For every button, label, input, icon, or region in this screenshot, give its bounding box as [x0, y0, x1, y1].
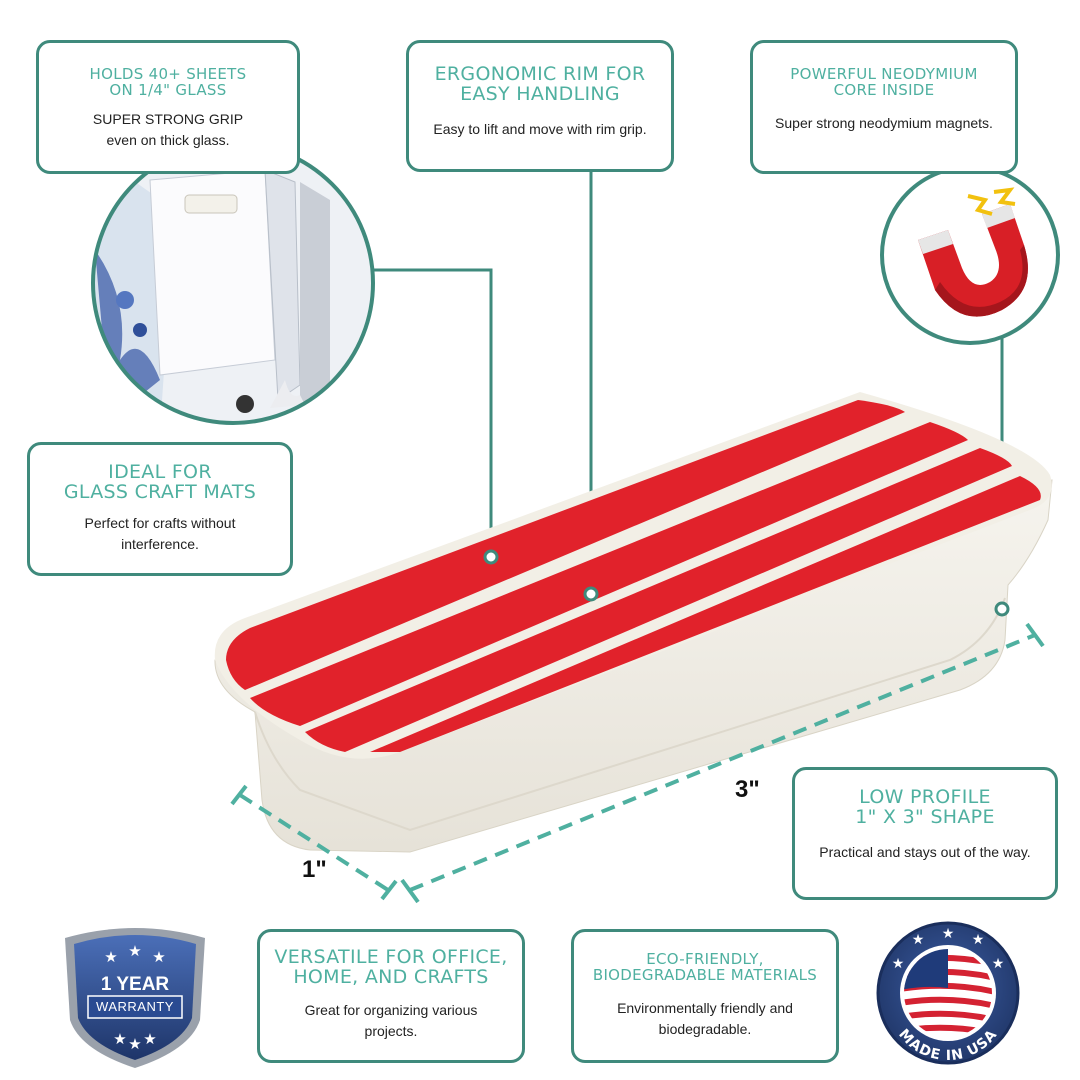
- magnet-product: [214, 392, 1053, 853]
- svg-text:★: ★: [972, 932, 985, 948]
- svg-text:★: ★: [892, 956, 905, 972]
- callout-neodymium-core: POWERFUL NEODYMIUM CORE INSIDE Super str…: [750, 40, 1018, 174]
- callout-title: VERSATILE FOR OFFICE, HOME, AND CRAFTS: [274, 946, 508, 988]
- callout-title: POWERFUL NEODYMIUM CORE INSIDE: [790, 65, 978, 99]
- callout-body: Perfect for crafts without interference.: [84, 514, 236, 552]
- callout-body: Environmentally friendly and biodegradab…: [617, 999, 793, 1037]
- callout-glass-craft-mats: IDEAL FOR GLASS CRAFT MATS Perfect for c…: [27, 442, 293, 576]
- callout-title: IDEAL FOR GLASS CRAFT MATS: [63, 461, 257, 503]
- callout-low-profile: LOW PROFILE 1" X 3" SHAPE Practical and …: [792, 767, 1058, 900]
- callout-body: Great for organizing various projects.: [304, 1001, 478, 1039]
- callout-holds-sheets: HOLDS 40+ SHEETS ON 1/4" GLASS SUPER STR…: [36, 40, 300, 174]
- callout-ergonomic-rim: ERGONOMIC RIM FOR EASY HANDLING Easy to …: [406, 40, 674, 172]
- callout-title: HOLDS 40+ SHEETS ON 1/4" GLASS: [89, 65, 247, 99]
- callout-title: ERGONOMIC RIM FOR EASY HANDLING: [434, 63, 646, 105]
- width-dimension-line: [238, 793, 390, 892]
- made-in-usa-seal: ★ ★ ★ ★ ★: [876, 921, 1020, 1065]
- length-dimension-label: 3": [735, 776, 760, 803]
- callout-body: Practical and stays out of the way.: [819, 843, 1031, 860]
- length-dimension-line: [409, 633, 1036, 892]
- red-stripes: [226, 400, 1041, 752]
- warranty-years-text: 1 YEAR: [100, 974, 170, 995]
- leader-line-holds: [373, 268, 493, 555]
- warranty-shield-icon: ★★★ ★★★: [65, 928, 205, 1068]
- svg-text:★: ★: [143, 1030, 156, 1048]
- svg-text:★: ★: [113, 1030, 126, 1048]
- glass-photo-circle: [91, 141, 375, 425]
- svg-text:★: ★: [912, 932, 925, 948]
- callout-versatile: VERSATILE FOR OFFICE, HOME, AND CRAFTS G…: [257, 929, 525, 1063]
- svg-text:★: ★: [152, 948, 165, 966]
- callout-title: LOW PROFILE 1" X 3" SHAPE: [855, 786, 995, 828]
- svg-text:★: ★: [992, 956, 1005, 972]
- svg-text:★: ★: [128, 1035, 141, 1053]
- warranty-label-text: WARRANTY: [96, 999, 174, 1014]
- callout-body: SUPER STRONG GRIP even on thick glass.: [92, 110, 244, 148]
- callout-body: Super strong neodymium magnets.: [775, 114, 993, 131]
- svg-text:★: ★: [128, 942, 141, 960]
- dimension-lines: [230, 622, 1045, 904]
- callout-title: ECO-FRIENDLY, BIODEGRADABLE MATERIALS: [592, 950, 818, 984]
- svg-text:★: ★: [942, 926, 955, 942]
- horseshoe-magnet-icon: [880, 165, 1060, 345]
- width-dimension-label: 1": [302, 856, 327, 883]
- leader-dots: [483, 549, 1010, 617]
- callout-eco-friendly: ECO-FRIENDLY, BIODEGRADABLE MATERIALS En…: [571, 929, 839, 1063]
- callout-body: Easy to lift and move with rim grip.: [433, 120, 647, 137]
- svg-text:★: ★: [104, 948, 117, 966]
